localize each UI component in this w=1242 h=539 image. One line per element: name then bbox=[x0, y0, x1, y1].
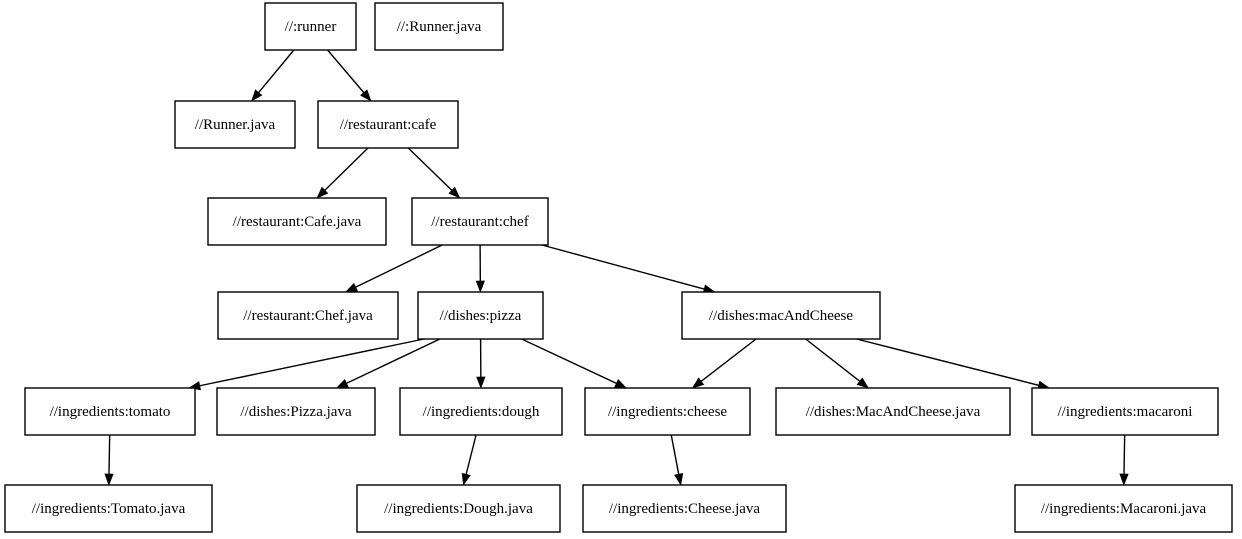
node-mac_java[interactable]: //dishes:MacAndCheese.java bbox=[775, 387, 1011, 436]
node-label-cheese: //ingredients:cheese bbox=[608, 404, 727, 420]
edge-macaroni-to-macaroni_java bbox=[1123, 434, 1126, 475]
node-tomato_java[interactable]: //ingredients:Tomato.java bbox=[4, 484, 213, 533]
node-pizza[interactable]: //dishes:pizza bbox=[417, 291, 544, 340]
node-box-runner_java[interactable] bbox=[174, 100, 296, 149]
node-box-tomato[interactable] bbox=[24, 387, 196, 436]
node-box-dough[interactable] bbox=[399, 387, 563, 436]
node-box-mac_java[interactable] bbox=[775, 387, 1011, 436]
edge-cafe-to-cafe_java bbox=[324, 147, 369, 191]
edges-layer bbox=[104, 49, 1129, 486]
arrowhead-pizza-to-pizza_java bbox=[335, 378, 349, 389]
node-root_runner_java[interactable]: //:Runner.java bbox=[374, 2, 504, 51]
node-label-macaroni: //ingredients:macaroni bbox=[1058, 404, 1193, 420]
node-box-macaroni[interactable] bbox=[1031, 387, 1219, 436]
arrowhead-macaroni-to-macaroni_java bbox=[1119, 473, 1129, 486]
arrowhead-cafe-to-cafe_java bbox=[316, 186, 329, 199]
node-box-cheese_java[interactable] bbox=[582, 484, 787, 533]
node-label-cafe: //restaurant:cafe bbox=[340, 117, 437, 133]
node-box-root_runner_java[interactable] bbox=[374, 2, 504, 51]
node-label-pizza: //dishes:pizza bbox=[440, 308, 522, 324]
edge-mac-to-mac_java bbox=[805, 338, 861, 382]
node-label-dough_java: //ingredients:Dough.java bbox=[384, 501, 533, 517]
nodes-layer: //:runner //:Runner.java //Runner.java //re… bbox=[4, 2, 1233, 533]
node-mac[interactable]: //dishes:macAndCheese bbox=[681, 291, 881, 340]
node-label-pizza_java: //dishes:Pizza.java bbox=[240, 404, 352, 420]
edge-chef-to-mac bbox=[541, 244, 705, 290]
node-macaroni[interactable]: //ingredients:macaroni bbox=[1031, 387, 1219, 436]
edge-runner-to-runner_java bbox=[258, 49, 295, 93]
arrowhead-mac-to-mac_java bbox=[856, 377, 870, 389]
node-chef_java[interactable]: //restaurant:Chef.java bbox=[217, 291, 399, 340]
node-cheese_java[interactable]: //ingredients:Cheese.java bbox=[582, 484, 787, 533]
arrowhead-cheese-to-cheese_java bbox=[674, 473, 684, 486]
node-box-cafe[interactable] bbox=[317, 100, 459, 149]
arrowhead-chef-to-pizza bbox=[475, 280, 485, 293]
edge-chef-to-chef_java bbox=[355, 244, 443, 288]
node-label-tomato: //ingredients:tomato bbox=[50, 404, 171, 420]
node-label-macaroni_java: //ingredients:Macaroni.java bbox=[1041, 501, 1207, 517]
node-label-chef: //restaurant:chef bbox=[431, 214, 528, 230]
node-macaroni_java[interactable]: //ingredients:Macaroni.java bbox=[1014, 484, 1233, 533]
arrowhead-tomato-to-tomato_java bbox=[104, 473, 114, 486]
node-box-tomato_java[interactable] bbox=[4, 484, 213, 533]
node-cafe[interactable]: //restaurant:cafe bbox=[317, 100, 459, 149]
arrowhead-mac-to-cheese bbox=[691, 377, 705, 389]
edge-cheese-to-cheese_java bbox=[670, 434, 680, 475]
node-runner_java[interactable]: //Runner.java bbox=[174, 100, 296, 149]
node-box-cheese[interactable] bbox=[584, 387, 751, 436]
node-chef[interactable]: //restaurant:chef bbox=[411, 197, 549, 246]
arrowhead-pizza-to-dough bbox=[476, 376, 486, 389]
node-box-macaroni_java[interactable] bbox=[1014, 484, 1233, 533]
node-label-mac: //dishes:macAndCheese bbox=[709, 308, 853, 324]
node-box-chef[interactable] bbox=[411, 197, 549, 246]
node-pizza_java[interactable]: //dishes:Pizza.java bbox=[216, 387, 376, 436]
node-label-cheese_java: //ingredients:Cheese.java bbox=[609, 501, 761, 517]
edge-mac-to-cheese bbox=[700, 338, 757, 382]
edge-mac-to-macaroni bbox=[856, 338, 1039, 386]
node-box-runner[interactable] bbox=[264, 2, 357, 51]
node-cheese[interactable]: //ingredients:cheese bbox=[584, 387, 751, 436]
node-label-runner_java: //Runner.java bbox=[195, 117, 276, 133]
arrowhead-runner-to-cafe bbox=[360, 89, 372, 102]
node-dough[interactable]: //ingredients:dough bbox=[399, 387, 563, 436]
node-box-dough_java[interactable] bbox=[356, 484, 561, 533]
arrowhead-pizza-to-cheese bbox=[614, 379, 628, 389]
edge-pizza-to-tomato bbox=[199, 338, 425, 387]
edge-pizza-to-cheese bbox=[521, 338, 617, 384]
edge-pizza-to-pizza_java bbox=[346, 338, 441, 384]
edge-dough-to-dough_java bbox=[465, 434, 477, 475]
arrowhead-dough-to-dough_java bbox=[461, 472, 471, 486]
arrowhead-runner-to-runner_java bbox=[251, 89, 263, 102]
node-cafe_java[interactable]: //restaurant:Cafe.java bbox=[207, 197, 387, 246]
node-runner[interactable]: //:runner bbox=[264, 2, 357, 51]
node-tomato[interactable]: //ingredients:tomato bbox=[24, 387, 196, 436]
node-label-chef_java: //restaurant:Chef.java bbox=[243, 308, 373, 324]
node-label-cafe_java: //restaurant:Cafe.java bbox=[233, 214, 362, 230]
node-box-pizza_java[interactable] bbox=[216, 387, 376, 436]
arrowhead-cafe-to-chef bbox=[448, 186, 461, 199]
edge-cafe-to-chef bbox=[407, 147, 453, 191]
node-box-chef_java[interactable] bbox=[217, 291, 399, 340]
arrowhead-chef-to-chef_java bbox=[345, 282, 359, 293]
edge-runner-to-cafe bbox=[327, 49, 365, 94]
node-label-dough: //ingredients:dough bbox=[423, 404, 540, 420]
node-dough_java[interactable]: //ingredients:Dough.java bbox=[356, 484, 561, 533]
node-box-mac[interactable] bbox=[681, 291, 881, 340]
node-label-root_runner_java: //:Runner.java bbox=[397, 19, 482, 35]
node-box-pizza[interactable] bbox=[417, 291, 544, 340]
node-box-cafe_java[interactable] bbox=[207, 197, 387, 246]
node-label-tomato_java: //ingredients:Tomato.java bbox=[32, 501, 186, 517]
edge-tomato-to-tomato_java bbox=[108, 434, 111, 475]
node-label-runner: //:runner bbox=[285, 19, 337, 35]
node-label-mac_java: //dishes:MacAndCheese.java bbox=[806, 404, 981, 420]
